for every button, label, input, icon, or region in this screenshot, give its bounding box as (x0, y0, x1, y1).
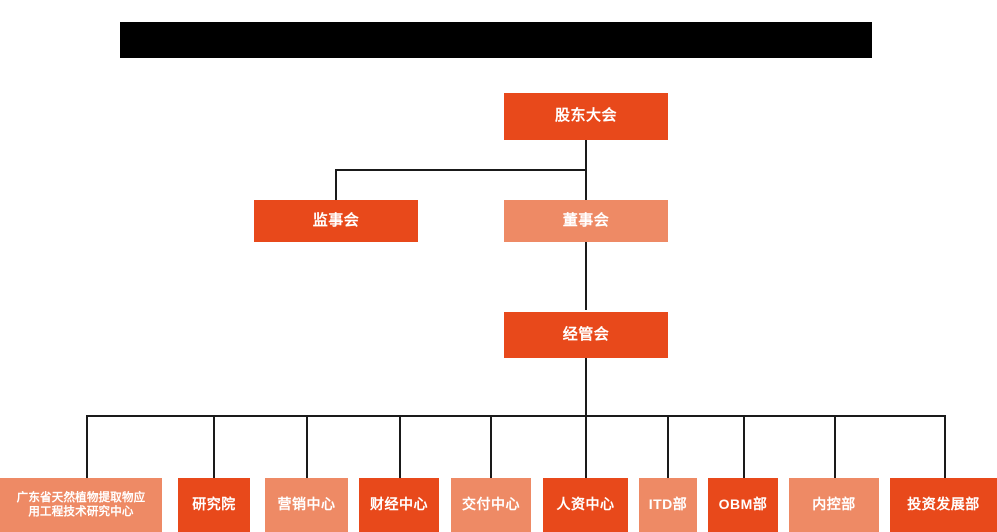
connector-drop-itd (667, 415, 669, 478)
node-management[interactable]: 经管会 (504, 312, 668, 358)
node-delivery[interactable]: 交付中心 (451, 478, 531, 532)
node-supervisors[interactable]: 监事会 (254, 200, 418, 242)
connector-management-down (585, 358, 587, 416)
connector-drop-marketing (306, 415, 308, 478)
node-marketing[interactable]: 营销中心 (265, 478, 348, 532)
node-institute[interactable]: 研究院 (178, 478, 250, 532)
redacted-title-bar (120, 22, 872, 58)
node-investment[interactable]: 投资发展部 (890, 478, 997, 532)
connector-shareholders-down (585, 140, 587, 170)
node-obm[interactable]: OBM部 (708, 478, 778, 532)
node-itd[interactable]: ITD部 (639, 478, 697, 532)
connector-directors-drop (585, 169, 587, 200)
node-directors[interactable]: 董事会 (504, 200, 668, 242)
node-research-center[interactable]: 广东省天然植物提取物应 用工程技术研究中心 (0, 478, 162, 532)
connector-level4-bus (86, 415, 945, 417)
connector-drop-institute (213, 415, 215, 478)
connector-drop-finance (399, 415, 401, 478)
connector-drop-hr (585, 415, 587, 478)
node-hr[interactable]: 人资中心 (543, 478, 628, 532)
connector-drop-obm (743, 415, 745, 478)
connector-supervisors-drop (335, 169, 337, 200)
node-internal-control[interactable]: 内控部 (789, 478, 879, 532)
node-shareholders[interactable]: 股东大会 (504, 93, 668, 140)
node-finance[interactable]: 财经中心 (359, 478, 439, 532)
connector-level2-bus (336, 169, 587, 171)
connector-drop-delivery (490, 415, 492, 478)
connector-drop-internal-control (834, 415, 836, 478)
connector-drop-research-center (86, 415, 88, 478)
connector-directors-to-management (585, 241, 587, 310)
connector-drop-investment (944, 415, 946, 478)
